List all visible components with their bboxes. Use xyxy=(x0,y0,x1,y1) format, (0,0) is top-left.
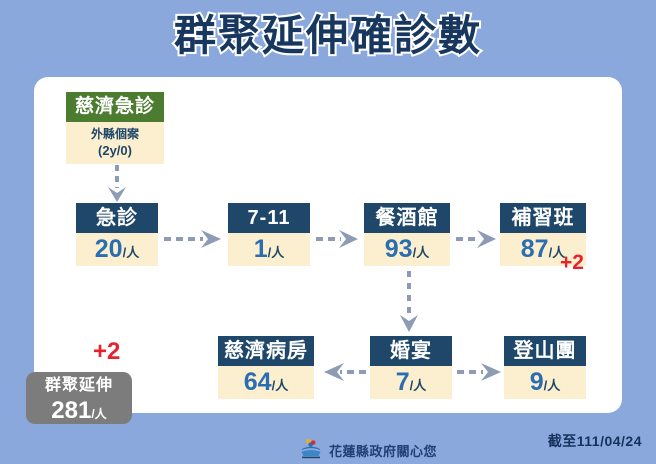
arrow-bar-to-cram-school-icon xyxy=(455,228,499,250)
node-emergency-header: 急診 xyxy=(76,203,158,233)
total-unit: /人 xyxy=(91,407,107,421)
arrow-seven-eleven-to-bar-icon xyxy=(315,228,361,250)
node-emergency: 急診 20/人 xyxy=(76,203,158,266)
node-cram-school-body: 87/人 xyxy=(500,233,586,266)
node-bar-restaurant-body: 93/人 xyxy=(364,233,450,266)
node-hiking-group-body: 9/人 xyxy=(504,366,586,399)
node-cram-school-header: 補習班 xyxy=(500,203,586,233)
node-source-line1: 外縣個案 xyxy=(90,127,139,141)
node-bar-restaurant-count: 93 xyxy=(384,235,413,263)
node-hiking-group-unit: /人 xyxy=(543,378,561,393)
hualien-county-logo-icon xyxy=(300,437,322,464)
node-seven-eleven-header: 7-11 xyxy=(228,203,310,233)
arrow-bar-to-wedding-icon xyxy=(396,270,422,334)
node-seven-eleven-body: 1/人 xyxy=(228,233,310,266)
node-hiking-group: 登山團 9/人 xyxy=(504,336,586,399)
node-seven-eleven: 7-11 1/人 xyxy=(228,203,310,266)
node-bar-restaurant-unit: /人 xyxy=(412,245,430,260)
node-emergency-count: 20 xyxy=(94,235,123,263)
node-wedding-banquet-count: 7 xyxy=(395,368,410,396)
node-cram-school-unit: /人 xyxy=(548,245,566,260)
node-wedding-banquet: 婚宴 7/人 xyxy=(370,336,452,399)
total-count: 281 xyxy=(51,397,92,424)
arrow-wedding-to-ward-icon xyxy=(318,361,368,383)
node-tzuchi-ward-body: 64/人 xyxy=(218,366,314,399)
node-tzuchi-ward-count: 64 xyxy=(243,368,272,396)
node-source-emergency: 慈濟急診 外縣個案 (2y/0) xyxy=(66,92,164,164)
footer-organization: 花蓮縣政府關心您 xyxy=(300,437,437,464)
node-seven-eleven-count: 1 xyxy=(253,235,268,263)
node-seven-eleven-unit: /人 xyxy=(267,245,285,260)
node-bar-restaurant-header: 餐酒館 xyxy=(364,203,450,233)
node-bar-restaurant: 餐酒館 93/人 xyxy=(364,203,450,266)
arrow-emergency-to-seven-eleven-icon xyxy=(163,228,225,250)
node-cram-school-count: 87 xyxy=(520,235,549,263)
total-label: 群聚延伸 xyxy=(44,377,113,394)
footer-organization-text: 花蓮縣政府關心您 xyxy=(329,444,438,459)
node-source-header: 慈濟急診 xyxy=(66,92,164,122)
node-source-body: 外縣個案 (2y/0) xyxy=(66,122,164,164)
node-emergency-unit: /人 xyxy=(122,245,140,260)
node-emergency-body: 20/人 xyxy=(76,233,158,266)
node-tzuchi-ward-header: 慈濟病房 xyxy=(218,336,314,366)
node-cram-school: 補習班 87/人 xyxy=(500,203,586,266)
node-wedding-banquet-body: 7/人 xyxy=(370,366,452,399)
arrow-source-to-emergency-icon xyxy=(104,164,130,204)
node-wedding-banquet-unit: /人 xyxy=(409,378,427,393)
total-delta-badge: +2 xyxy=(93,338,121,365)
node-tzuchi-ward: 慈濟病房 64/人 xyxy=(218,336,314,399)
node-wedding-banquet-header: 婚宴 xyxy=(370,336,452,366)
page-title: 群聚延伸確診數 xyxy=(172,10,482,61)
node-source-line2: (2y/0) xyxy=(98,143,132,158)
node-hiking-group-header: 登山團 xyxy=(504,336,586,366)
node-hiking-group-count: 9 xyxy=(529,368,544,396)
node-tzuchi-ward-unit: /人 xyxy=(271,378,289,393)
total-cluster-pill: 群聚延伸 281/人 xyxy=(26,372,132,424)
node-cram-school-delta-badge: +2 xyxy=(560,251,584,274)
footer-date: 截至111/04/24 xyxy=(547,433,642,449)
arrow-wedding-to-hiking-icon xyxy=(456,361,504,383)
